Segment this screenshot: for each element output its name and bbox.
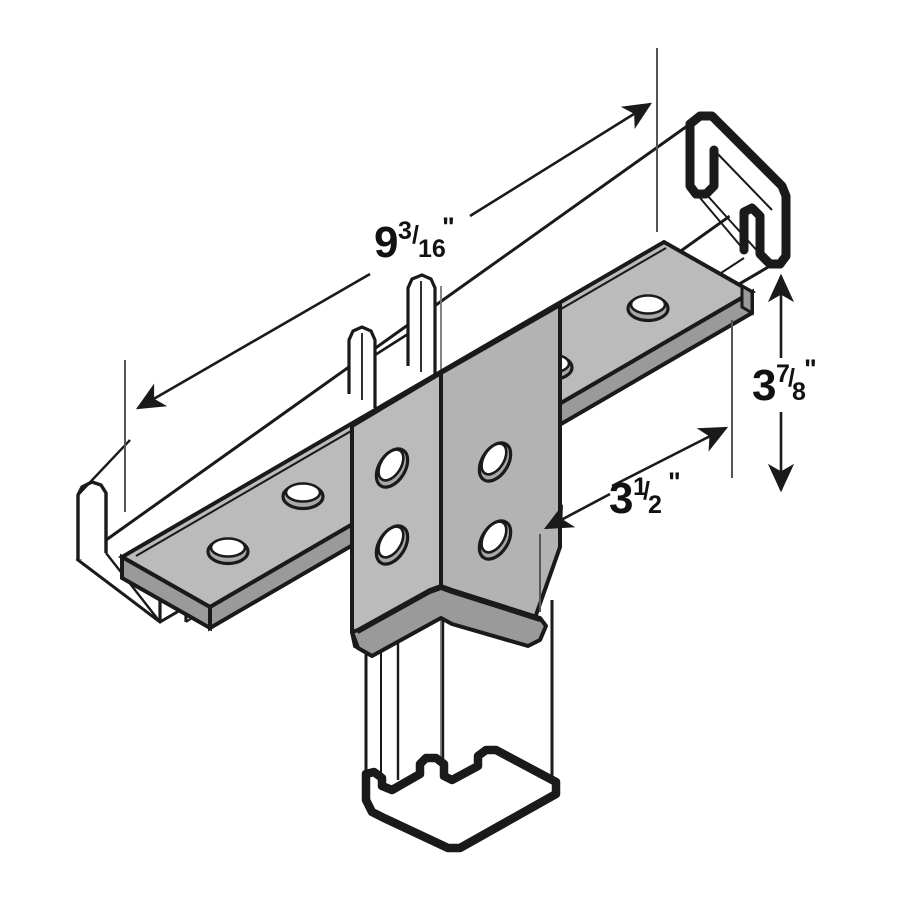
dim-height-denominator: 8 — [792, 378, 806, 406]
horizontal-channel-left-top-edge — [77, 439, 131, 496]
fitting-plate-right-end-thickness — [740, 283, 754, 316]
strut-lip-connector — [374, 332, 409, 357]
dim-length-fraction-slash: / — [412, 221, 419, 249]
dim-width-whole: 3 — [609, 474, 633, 523]
dim-width-fraction-slash: / — [643, 477, 650, 505]
dim-length-numerator: 3 — [398, 217, 412, 245]
horizontal-channel-right-near-lip — [685, 119, 719, 199]
dim-width-line-upper — [611, 426, 729, 488]
dimension-length: 9 3 / 16 " — [124, 48, 658, 512]
dim-width-numerator: 1 — [633, 473, 647, 501]
dim-height-numerator: 7 — [776, 360, 790, 388]
plate-hole-4 — [626, 293, 670, 323]
horizontal-channel-left-edge — [105, 552, 161, 623]
vertical-channel-bottom-profile — [361, 745, 561, 853]
bracket-angle — [350, 301, 562, 658]
plate-hole-2 — [281, 481, 325, 511]
horizontal-channel-inner-line-b — [689, 185, 745, 251]
dim-width-line-lower — [543, 492, 611, 530]
vertical-strut-channel — [361, 286, 561, 853]
dim-height-label: 3 7 / 8 " — [752, 354, 817, 410]
bracket-bottom-hem-highlight — [357, 587, 541, 634]
dim-width-label: 3 1 / 2 " — [609, 467, 681, 523]
dim-length-line-right — [469, 102, 653, 218]
dim-height-fraction-slash: / — [788, 364, 795, 392]
strut-upstand-lips — [347, 273, 437, 408]
dim-length-whole: 9 — [374, 218, 398, 267]
dim-length-unit-mark: " — [442, 212, 455, 242]
dim-length-label: 9 3 / 16 " — [374, 212, 455, 267]
horizontal-channel-left-end — [76, 480, 108, 560]
dim-height-unit-mark: " — [804, 354, 817, 384]
dim-length-line-left — [135, 272, 371, 410]
horizontal-channel-inner-line-c — [705, 193, 761, 255]
plate-hole-1 — [206, 536, 250, 566]
dim-height-whole: 3 — [752, 361, 776, 410]
dim-width-unit-mark: " — [668, 467, 681, 497]
horizontal-channel-inner-line-a — [713, 149, 773, 211]
dim-width-denominator: 2 — [648, 491, 662, 519]
bracket-bottom-hem — [350, 584, 548, 658]
dimension-height: 3 7 / 8 " — [731, 273, 817, 493]
dim-length-denominator: 16 — [418, 235, 446, 263]
dimension-width: 3 1 / 2 " — [539, 410, 733, 612]
